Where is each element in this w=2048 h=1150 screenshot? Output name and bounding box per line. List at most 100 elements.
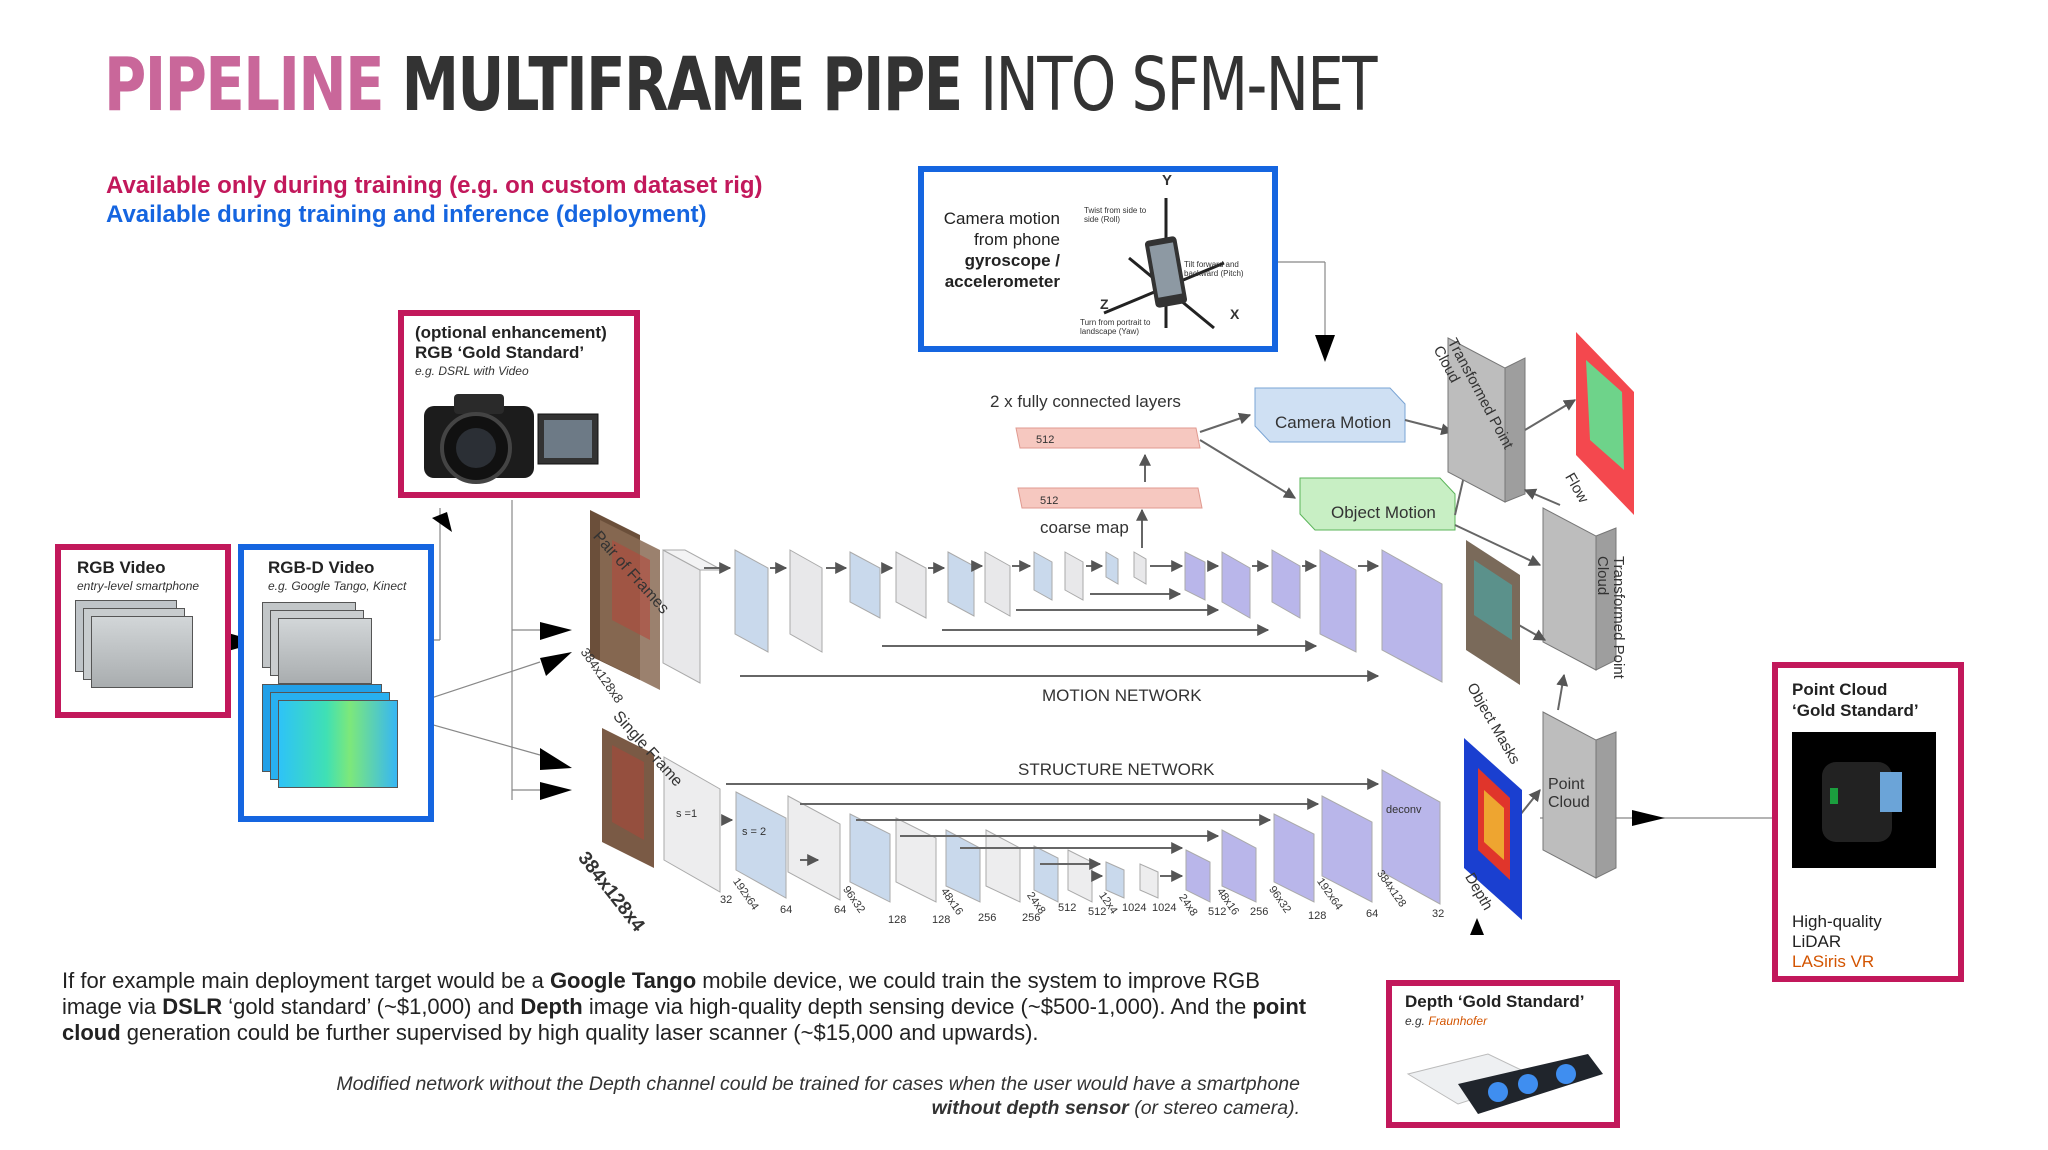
pc-gold-title1: Point Cloud bbox=[1792, 680, 1888, 699]
roll-label: Twist from side to side (Roll) bbox=[1084, 206, 1147, 224]
rgb-video-title: RGB Video bbox=[77, 558, 166, 577]
lidar-scanner-image bbox=[1792, 732, 1936, 868]
pc-gold-brand[interactable]: LASiris VR bbox=[1792, 952, 1875, 971]
deconv-label: deconv bbox=[1386, 804, 1422, 816]
camera-motion-sensor-text: Camera motion from phone gyroscope / acc… bbox=[944, 208, 1060, 292]
pitch-label: Tilt forward and backward (Pitch) bbox=[1184, 260, 1244, 278]
dim-label: 1024 bbox=[1152, 902, 1177, 914]
motion-block-5 bbox=[895, 551, 927, 619]
dslr-camera-icon bbox=[424, 394, 599, 484]
body-p2: mobile device, we could train the system… bbox=[62, 968, 1260, 1019]
dim-label: 256 bbox=[1250, 906, 1269, 918]
arrow-up-to-gold bbox=[432, 512, 452, 532]
point-cloud-gold-box: Point Cloud ‘Gold Standard’ High-quality… bbox=[1772, 662, 1964, 982]
fc-layer-2 bbox=[1017, 487, 1203, 509]
title-part-pipeline: PIPELINE bbox=[104, 42, 385, 128]
dim-label: 256 bbox=[978, 912, 997, 924]
dim-label: 128 bbox=[888, 914, 907, 926]
title-part-multiframe: MULTIFRAME PIPE bbox=[401, 42, 964, 128]
phone-axes-icon bbox=[1103, 198, 1225, 330]
structure-block-7 bbox=[985, 829, 1021, 903]
rgbd-video-box: RGB-D Video e.g. Google Tango, Kinect bbox=[238, 544, 434, 822]
dim-label: 256 bbox=[1022, 912, 1041, 924]
depth-gold-box: Depth ‘Gold Standard’ e.g. Fraunhofer bbox=[1386, 980, 1620, 1128]
structure-block-15 bbox=[1321, 795, 1373, 903]
motion-block-13 bbox=[1221, 551, 1251, 619]
stride-2-label: s = 2 bbox=[742, 826, 767, 838]
depth-gold-brand[interactable]: Fraunhofer bbox=[1428, 1014, 1488, 1028]
motion-block-7 bbox=[984, 551, 1011, 617]
body-p4: image via high-quality depth sensing dev… bbox=[582, 994, 1253, 1019]
pair-of-frames-image bbox=[590, 510, 660, 690]
camera-motion-line4: accelerometer bbox=[944, 272, 1060, 291]
body-b2: DSLR bbox=[162, 994, 223, 1019]
camera-motion-sensor-box: Camera motion from phone gyroscope / acc… bbox=[918, 166, 1278, 352]
object-motion-box bbox=[1299, 477, 1456, 531]
object-motion-label: Object Motion bbox=[1331, 503, 1436, 522]
depth-gold-title: Depth ‘Gold Standard’ bbox=[1405, 992, 1585, 1011]
structure-network-label: STRUCTURE NETWORK bbox=[1018, 760, 1215, 779]
dim-label: 1024 bbox=[1122, 902, 1147, 914]
title-part-sfmnet: INTO SFM-NET bbox=[980, 42, 1377, 128]
motion-block-6 bbox=[947, 551, 975, 617]
footnote-line2-rest: (or stereo camera). bbox=[1128, 1097, 1300, 1119]
pc-gold-desc2: LiDAR bbox=[1792, 932, 1842, 951]
body-b3: Depth bbox=[520, 994, 583, 1019]
structure-block-2 bbox=[735, 791, 787, 899]
gold-rgb-subtitle: e.g. DSRL with Video bbox=[415, 364, 529, 378]
flow-output bbox=[1576, 332, 1634, 515]
dim-label: 32 bbox=[1432, 908, 1445, 920]
gold-rgb-title: RGB ‘Gold Standard’ bbox=[415, 343, 585, 362]
yaw-label: Turn from portrait to landscape (Yaw) bbox=[1080, 318, 1151, 336]
footnote-line2: without depth sensor (or stereo camera). bbox=[240, 1096, 1300, 1120]
pc-gold-title2: ‘Gold Standard’ bbox=[1792, 701, 1919, 720]
footnote-line1: Modified network without the Depth chann… bbox=[336, 1073, 1300, 1095]
arrow-lidar-to-pointcloud bbox=[1632, 810, 1665, 826]
motion-block-10 bbox=[1105, 551, 1119, 585]
transformed-pc-mid-block bbox=[1542, 507, 1597, 671]
motion-block-3 bbox=[789, 549, 823, 653]
body-p5: generation could be further supervised b… bbox=[120, 1020, 1039, 1045]
rgb-video-subtitle: entry-level smartphone bbox=[77, 579, 200, 593]
video-frame-image bbox=[91, 616, 193, 688]
camera-motion-line1: Camera motion bbox=[943, 209, 1060, 228]
point-cloud-blocks bbox=[1447, 337, 1617, 879]
camera-motion-line2: from phone bbox=[974, 230, 1060, 249]
arrow-camera-down bbox=[1315, 335, 1335, 362]
camera-motion-box bbox=[1254, 387, 1406, 443]
footnote-bold: without depth sensor bbox=[931, 1097, 1129, 1119]
point-cloud-label: Point Cloud bbox=[1548, 776, 1590, 811]
fc-layers bbox=[1015, 412, 1297, 509]
structure-block-3 bbox=[787, 795, 841, 901]
dim-label: 128 bbox=[1308, 910, 1327, 922]
legend-training-inference: Available during training and inference … bbox=[106, 201, 707, 228]
rgb-video-box: RGB Video entry-level smartphone bbox=[55, 544, 231, 718]
footnote: Modified network without the Depth chann… bbox=[240, 1072, 1300, 1120]
motion-block-12 bbox=[1184, 551, 1206, 601]
fc-layer-1 bbox=[1015, 427, 1201, 449]
structure-block-11 bbox=[1139, 863, 1159, 899]
motion-network-label: MOTION NETWORK bbox=[1042, 686, 1202, 705]
fc-layer-1-label: 512 bbox=[1036, 434, 1055, 446]
arrow-depth-up bbox=[1470, 918, 1484, 935]
fc-layer-2-label: 512 bbox=[1040, 495, 1059, 507]
structure-block-8 bbox=[1033, 845, 1059, 903]
body-b1: Google Tango bbox=[549, 968, 697, 993]
motion-block-2 bbox=[734, 549, 769, 653]
arrow-to-single-1 bbox=[540, 748, 572, 770]
explanation-paragraph: If for example main deployment target wo… bbox=[62, 968, 1322, 1046]
rgbd-video-subtitle: e.g. Google Tango, Kinect bbox=[268, 579, 407, 593]
dim-label: 512 bbox=[1208, 906, 1227, 918]
dim-label: 512 bbox=[1058, 902, 1077, 914]
structure-block-9 bbox=[1067, 849, 1093, 903]
depth-gold-subtitle: e.g. Fraunhofer bbox=[1405, 1014, 1487, 1028]
motion-block-4 bbox=[849, 551, 881, 619]
rgbd-video-title: RGB-D Video bbox=[268, 558, 375, 577]
motion-network-arrows bbox=[704, 508, 1380, 682]
structure-block-4 bbox=[849, 813, 891, 903]
motion-block-8 bbox=[1033, 551, 1053, 601]
single-frame-image bbox=[602, 728, 654, 868]
camera-motion-line3: gyroscope / bbox=[964, 251, 1060, 270]
legend-training-only: Available only during training (e.g. on … bbox=[106, 172, 763, 199]
